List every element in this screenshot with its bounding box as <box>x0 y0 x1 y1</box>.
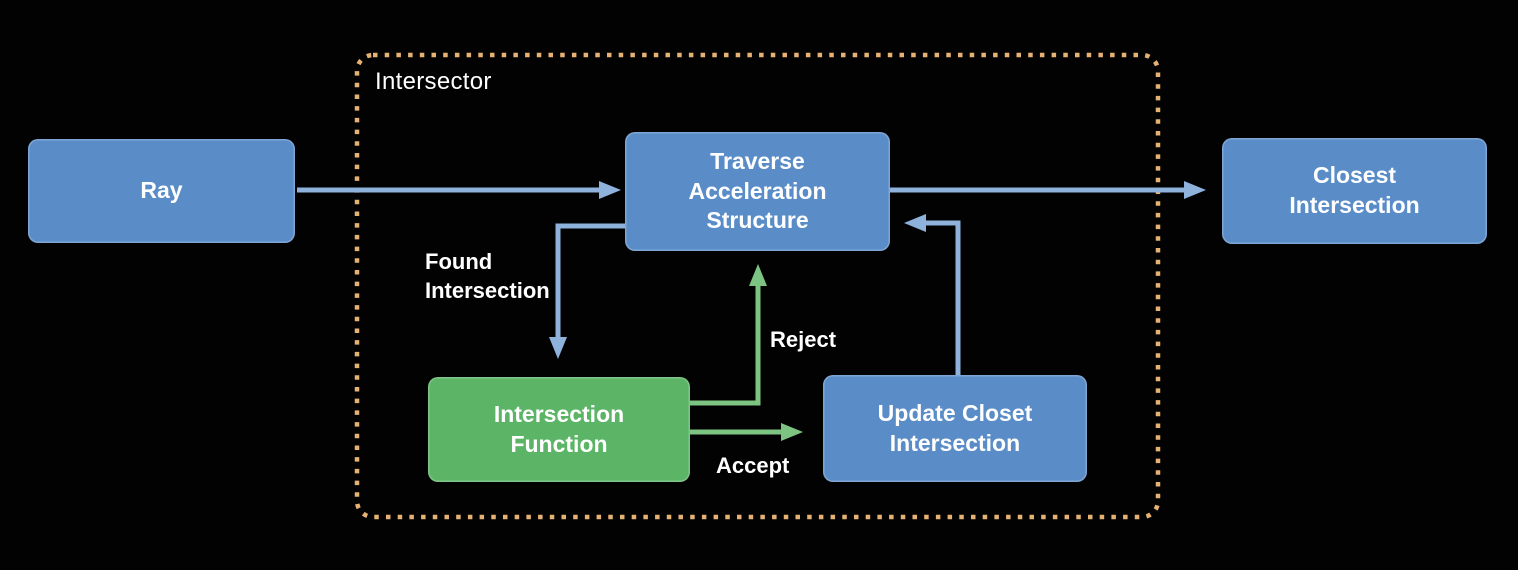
edge-label-found-intersection: Found Intersection <box>425 249 550 303</box>
node-intersection-function: Intersection Function <box>428 377 690 482</box>
edge-label-accept: Accept <box>716 453 790 478</box>
arrow-traverse-to-intersection-function <box>549 223 625 359</box>
node-ray: Ray <box>28 139 295 243</box>
node-traverse-acceleration-structure: Traverse Acceleration Structure <box>625 132 890 251</box>
arrow-update-to-traverse <box>904 214 961 375</box>
arrow-reject <box>690 264 767 406</box>
intersector-group-border <box>354 52 1161 520</box>
intersector-group-label: Intersector <box>375 68 492 95</box>
node-closest-intersection: Closest Intersection <box>1222 138 1487 244</box>
edge-label-reject: Reject <box>770 327 837 352</box>
node-update-closet-intersection: Update Closet Intersection <box>823 375 1087 482</box>
